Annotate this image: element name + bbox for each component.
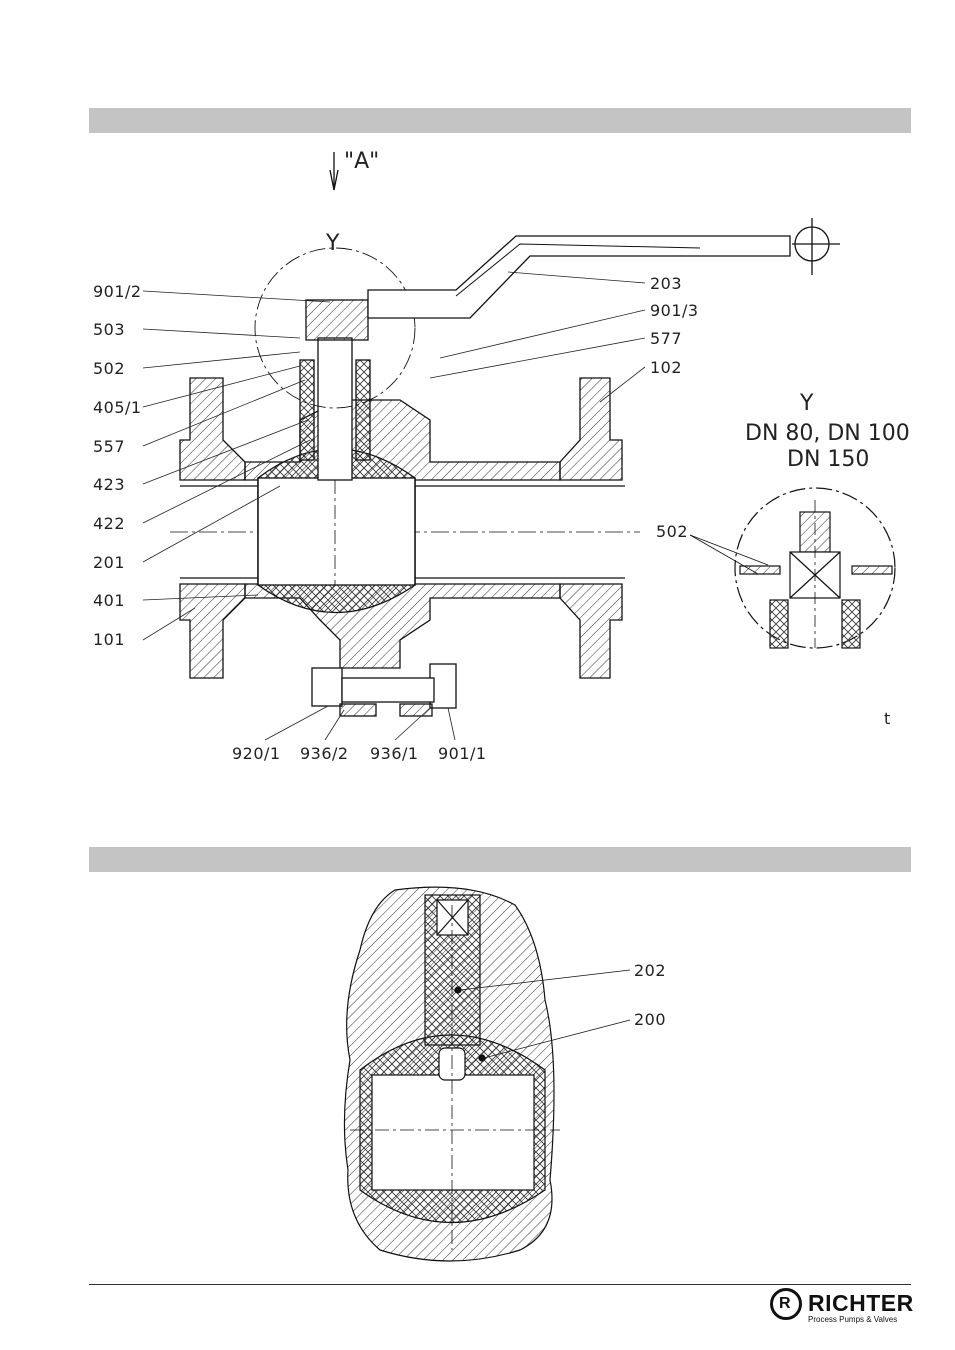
label-401: 401 [93,591,125,610]
label-920-1: 920/1 [232,744,281,763]
logo-tagline: Process Pumps & Valves [808,1315,897,1324]
label-101: 101 [93,630,125,649]
label-422: 422 [93,514,125,533]
label-detail-502: 502 [656,522,688,541]
logo-name: RICHTER [808,1290,914,1317]
detail-sizes-1: DN 80, DN 100 [745,421,910,446]
label-901-2: 901/2 [93,282,142,301]
label-200: 200 [634,1010,666,1029]
label-502: 502 [93,359,125,378]
label-203: 203 [650,274,682,293]
label-936-1: 936/1 [370,744,419,763]
ball-detail-view [344,887,630,1261]
small-mark: t [884,709,891,728]
detail-y-view [690,488,895,648]
label-936-2: 936/2 [300,744,349,763]
main-section-view [170,152,840,716]
detail-sizes-2: DN 150 [787,447,869,472]
detail-marker-y: Y [325,231,340,256]
view-marker-a: "A" [344,149,379,174]
detail-title: Y [799,391,814,416]
logo-mark-icon: R [770,1288,802,1320]
label-405-1: 405/1 [93,398,142,417]
label-202: 202 [634,961,666,980]
label-201: 201 [93,553,125,572]
label-557: 557 [93,437,125,456]
richter-logo: R RICHTER Process Pumps & Valves [770,1288,910,1328]
label-102: 102 [650,358,682,377]
label-423: 423 [93,475,125,494]
footer-rule [89,1284,911,1285]
label-503: 503 [93,320,125,339]
label-577: 577 [650,329,682,348]
label-901-1: 901/1 [438,744,487,763]
label-901-3: 901/3 [650,301,699,320]
